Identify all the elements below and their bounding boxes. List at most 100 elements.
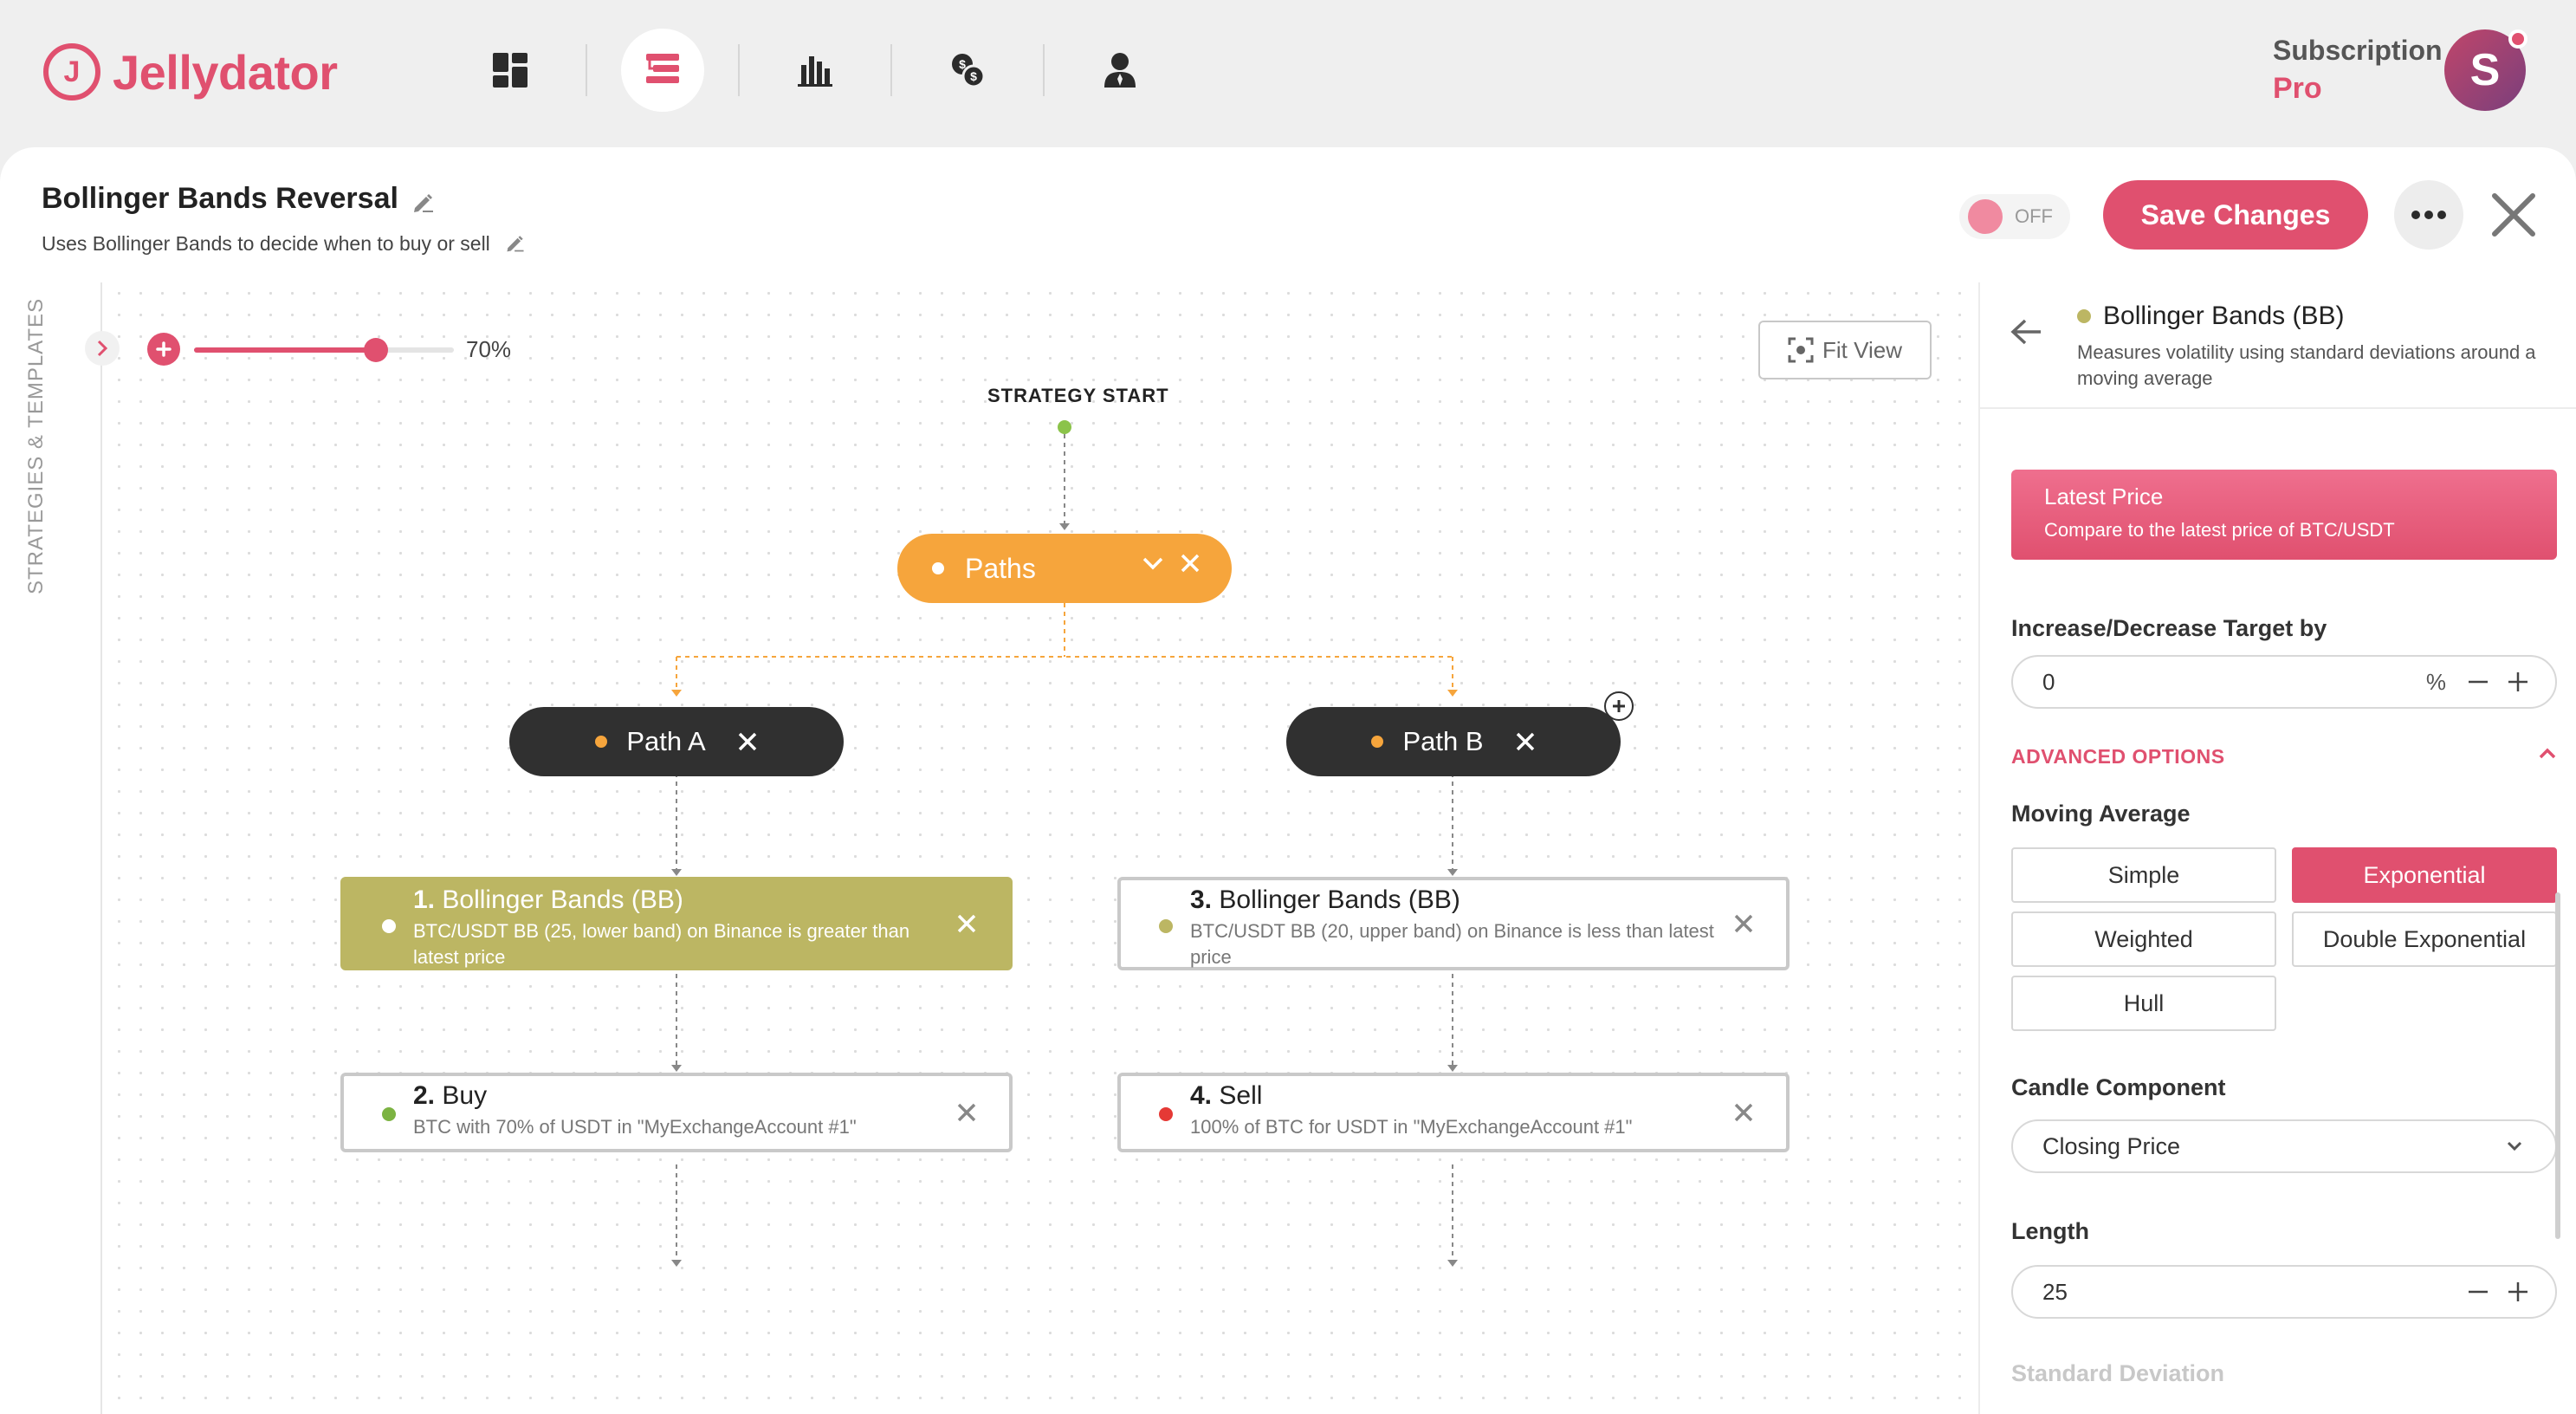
- paths-label: Paths: [965, 552, 1036, 584]
- chevron-down-icon[interactable]: [1142, 555, 1164, 571]
- panel-title-dot: [2077, 309, 2091, 323]
- paths-node[interactable]: Paths: [897, 534, 1232, 603]
- subscription-info[interactable]: Subscription Pro: [2273, 35, 2443, 106]
- remove-path-b-icon[interactable]: [1515, 731, 1536, 752]
- zoom-in-icon: [156, 341, 172, 357]
- chart-icon: [798, 56, 832, 87]
- paths-status-dot: [932, 562, 944, 574]
- remove-paths-icon[interactable]: [1180, 553, 1201, 574]
- panel-back-button[interactable]: [2010, 317, 2042, 351]
- strategies-icon: [646, 54, 679, 83]
- fit-view-icon: [1788, 337, 1814, 363]
- zoom-slider-fill: [194, 347, 376, 353]
- ma-option-double-exponential[interactable]: Double Exponential: [2292, 911, 2557, 967]
- panel-scrollbar[interactable]: [2555, 892, 2560, 1239]
- nav-charts-button[interactable]: [773, 29, 857, 112]
- nav-strategies-button[interactable]: [621, 29, 704, 112]
- zoom-in-button[interactable]: [147, 333, 180, 366]
- action-node-2[interactable]: 2. Buy BTC with 70% of USDT in "MyExchan…: [340, 1073, 1013, 1152]
- nav-exchange-button[interactable]: $ $: [926, 29, 1009, 112]
- strategy-header: Bollinger Bands Reversal Uses Bollinger …: [42, 182, 527, 259]
- length-input[interactable]: 25: [2011, 1265, 2557, 1319]
- add-path-button[interactable]: [1604, 691, 1634, 721]
- user-avatar[interactable]: S: [2444, 29, 2527, 111]
- condition-node-3[interactable]: 3. Bollinger Bands (BB) BTC/USDT BB (20,…: [1117, 877, 1790, 970]
- latest-price-option[interactable]: Latest Price Compare to the latest price…: [2011, 470, 2557, 560]
- templates-sidebar[interactable]: STRATEGIES & TEMPLATES: [0, 282, 102, 1414]
- zoom-slider-thumb[interactable]: [364, 338, 388, 362]
- app-logo[interactable]: J Jellydator: [43, 43, 338, 101]
- node-1-subtitle: BTC/USDT BB (25, lower band) on Binance …: [413, 920, 910, 968]
- dashboard-icon: [493, 53, 527, 88]
- expand-sidebar-button[interactable]: [85, 331, 120, 366]
- ma-option-weighted[interactable]: Weighted: [2011, 911, 2276, 967]
- advanced-options-toggle[interactable]: ADVANCED OPTIONS: [2011, 745, 2557, 769]
- nav-divider: [738, 44, 740, 96]
- node-3-title: 3. Bollinger Bands (BB): [1190, 885, 1460, 914]
- more-options-button[interactable]: [2394, 180, 2463, 250]
- target-adjust-input[interactable]: 0 %: [2011, 655, 2557, 709]
- node-2-subtitle: BTC with 70% of USDT in "MyExchangeAccou…: [413, 1116, 857, 1138]
- action-node-4[interactable]: 4. Sell 100% of BTC for USDT in "MyExcha…: [1117, 1073, 1790, 1152]
- length-value: 25: [2042, 1278, 2068, 1305]
- chevron-up-icon: [2539, 748, 2556, 759]
- strategy-canvas[interactable]: STRATEGIES & TEMPLATES 70% Fit View STRA…: [0, 282, 1978, 1414]
- arrow-left-icon: [2010, 319, 2041, 345]
- toggle-knob: [1968, 199, 2003, 234]
- node-4-title: 4. Sell: [1190, 1081, 1263, 1110]
- save-changes-button[interactable]: Save Changes: [2103, 180, 2368, 250]
- edit-title-icon[interactable]: [411, 189, 437, 219]
- zoom-level-label: 70%: [466, 336, 512, 362]
- target-adjust-value: 0: [2042, 668, 2055, 695]
- close-editor-button[interactable]: [2488, 189, 2540, 241]
- path-b-dot: [1371, 736, 1384, 748]
- candle-component-select[interactable]: Closing Price: [2011, 1119, 2557, 1173]
- panel-description: Measures volatility using standard devia…: [2077, 341, 2536, 389]
- node-4-dot: [1159, 1107, 1173, 1121]
- minus-icon[interactable]: [2467, 671, 2489, 693]
- path-a-dot: [595, 736, 608, 748]
- path-b-node[interactable]: Path B: [1286, 707, 1621, 776]
- remove-node-2-icon[interactable]: [955, 1101, 978, 1124]
- nav-account-button[interactable]: [1078, 29, 1162, 112]
- main-nav: $ $: [435, 29, 1195, 112]
- minus-icon[interactable]: [2467, 1281, 2489, 1303]
- target-adjust-stepper: [2467, 671, 2529, 693]
- plus-icon[interactable]: [2507, 1281, 2529, 1303]
- nav-dashboard-button[interactable]: [469, 29, 552, 112]
- notification-dot: [2508, 29, 2527, 49]
- top-nav-bar: J Jellydator: [0, 0, 2576, 147]
- path-a-node[interactable]: Path A: [509, 707, 844, 776]
- ma-option-hull[interactable]: Hull: [2011, 976, 2276, 1031]
- flow-connectors: [671, 420, 1458, 1267]
- remove-node-3-icon[interactable]: [1732, 912, 1755, 935]
- nav-divider: [890, 44, 892, 96]
- candle-component-value: Closing Price: [2042, 1132, 2181, 1159]
- node-settings-panel: Bollinger Bands (BB) Measures volatility…: [1978, 282, 2576, 1414]
- edit-description-icon[interactable]: [504, 231, 527, 259]
- remove-node-1-icon[interactable]: [955, 912, 978, 935]
- plus-icon[interactable]: [2507, 671, 2529, 693]
- zoom-slider[interactable]: [194, 338, 454, 362]
- ma-option-simple[interactable]: Simple: [2011, 847, 2276, 903]
- ma-option-exponential[interactable]: Exponential: [2292, 847, 2557, 903]
- remove-path-a-icon[interactable]: [737, 731, 758, 752]
- toggle-label: OFF: [2015, 205, 2053, 227]
- fit-view-label: Fit View: [1822, 336, 1902, 363]
- latest-price-subtitle: Compare to the latest price of BTC/USDT: [2044, 519, 2395, 541]
- svg-text:$: $: [959, 57, 966, 71]
- strategy-active-toggle[interactable]: OFF: [1959, 194, 2070, 239]
- target-adjust-unit: %: [2425, 668, 2446, 695]
- node-3-dot: [1159, 919, 1173, 933]
- fit-view-button[interactable]: Fit View: [1758, 321, 1932, 379]
- remove-node-4-icon[interactable]: [1732, 1101, 1755, 1124]
- standard-deviation-label: Standard Deviation: [2011, 1360, 2225, 1386]
- target-adjust-label: Increase/Decrease Target by: [2011, 615, 2327, 641]
- node-3-subtitle: BTC/USDT BB (20, upper band) on Binance …: [1190, 920, 1714, 968]
- panel-title-text: Bollinger Bands (BB): [2103, 302, 2345, 330]
- more-icon: [2411, 211, 2446, 219]
- node-2-title: 2. Buy: [413, 1081, 488, 1110]
- condition-node-1[interactable]: 1. Bollinger Bands (BB) BTC/USDT BB (25,…: [340, 877, 1013, 970]
- chevron-right-icon: [97, 340, 108, 357]
- path-a-label: Path A: [626, 726, 706, 756]
